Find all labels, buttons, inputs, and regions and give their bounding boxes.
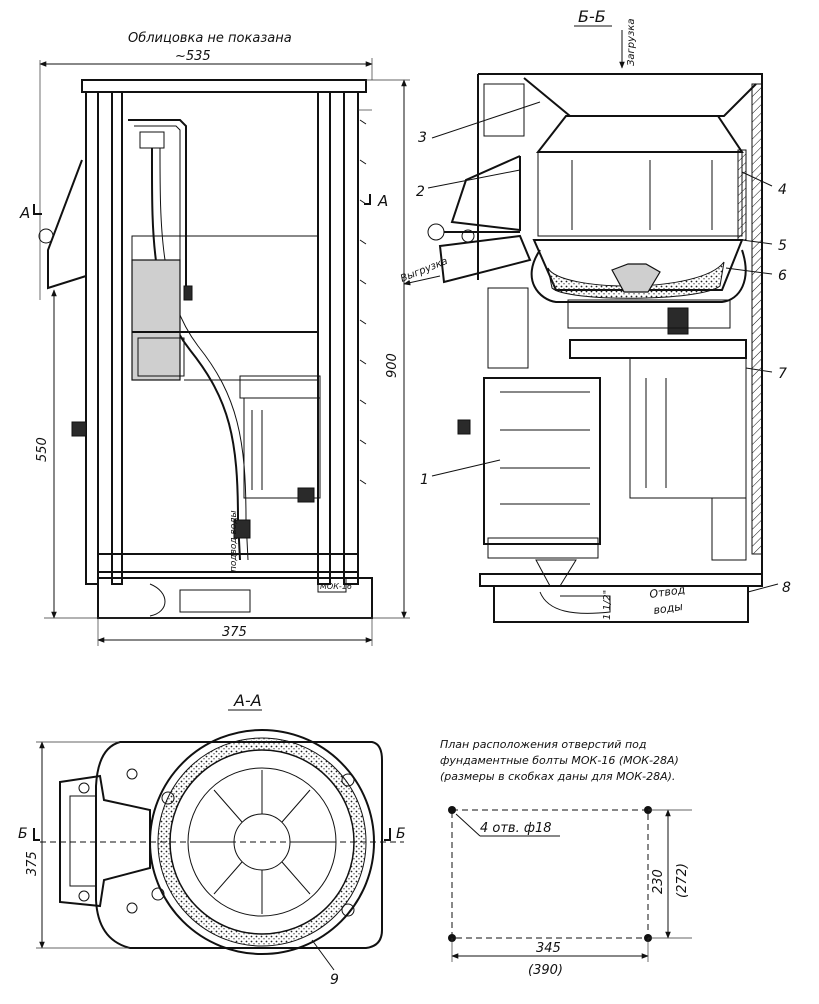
bolt-hole: [448, 806, 456, 814]
leader-7: [745, 367, 773, 373]
callout-3: 3: [418, 130, 427, 146]
hose-label: подвод воды: [229, 510, 239, 572]
right-post-inner: [317, 91, 331, 585]
drain-funnel: [535, 559, 577, 587]
section-bb-title: Б-Б: [578, 7, 606, 26]
callout-4: 4: [778, 182, 787, 198]
callout-6: 6: [778, 268, 787, 284]
dim-aa-label: 375: [25, 851, 40, 876]
callout-1: 1: [420, 472, 429, 488]
door-bolt: [427, 223, 445, 241]
base-frame: [479, 573, 763, 587]
callout-2: 2: [416, 184, 425, 200]
front-view: Облицовка не показана ~535 А А подвод во…: [19, 31, 410, 646]
motor-flange: [569, 339, 747, 359]
control-box: [483, 377, 601, 545]
section-mark-b-right: Б: [396, 826, 406, 842]
left-motor: [131, 259, 181, 381]
housing-plan: [95, 741, 383, 949]
callout-9: 9: [330, 972, 339, 988]
left-post-inner: [111, 91, 123, 585]
pipe-size-label: 1 1/2": [602, 590, 613, 620]
section-aa: А-А Б Б 375 9: [18, 691, 406, 988]
water-pipe: [128, 119, 187, 290]
chute-plan: [59, 774, 151, 908]
valve: [139, 131, 165, 149]
hose-coupling: [233, 519, 251, 539]
loading-hopper: [523, 77, 757, 117]
electric-motor: [243, 397, 321, 499]
hopper-inlet: [483, 83, 525, 137]
holes-leader: [455, 813, 481, 837]
callout-5: 5: [778, 238, 787, 254]
dim-plan-height-alt: (272): [675, 863, 690, 898]
plan-title-1: План расположения отверстий под: [440, 738, 646, 751]
leader-2: [427, 169, 521, 189]
dim-plan-width: 345: [536, 941, 561, 956]
dim-plan-width-alt: (390): [528, 963, 563, 978]
section-mark-a-right: А: [377, 192, 388, 210]
peeling-drum: [537, 151, 743, 237]
top-rail: [81, 79, 367, 93]
leader-6: [725, 267, 773, 275]
discharge-chute: [47, 159, 87, 290]
dim-left-label: 550: [35, 437, 50, 462]
section-mark-b-left: Б: [18, 826, 28, 842]
leader-4: [741, 171, 773, 187]
plan-title-3: (размеры в скобках даны для МОК-28А).: [440, 770, 675, 783]
casing-wall-hatch: [751, 83, 763, 555]
drive-motor: [629, 357, 747, 499]
bearing-housing: [567, 299, 731, 329]
left-post: [85, 91, 99, 585]
side-cladding-ticks: [359, 119, 367, 485]
plan-title-2: фундаментные болты МОК-16 (МОК-28А): [440, 754, 679, 767]
base-plinth: [493, 585, 749, 623]
dim-right-label: 900: [385, 353, 400, 378]
section-mark-a-left: А: [19, 204, 30, 222]
drain-label-2: воды: [653, 600, 684, 617]
base-rail: [97, 553, 359, 573]
unload-arrow: [403, 275, 441, 286]
front-note: Облицовка не показана: [128, 31, 292, 46]
plate-label: МОК-16: [320, 582, 352, 591]
dim-top-label: ~535: [175, 49, 211, 64]
section-bb: Б-Б Загрузка Выгрузка: [399, 7, 791, 623]
leader-5: [741, 239, 773, 245]
disk-hub: [611, 263, 661, 293]
holes-label: 4 отв. ф18: [480, 821, 552, 836]
drain-outlet: [149, 583, 251, 617]
unload-chute-upper: [450, 155, 521, 232]
leader-3: [431, 101, 541, 139]
name-plate: [317, 577, 347, 593]
leader-1: [431, 459, 501, 477]
leader-8: [747, 583, 779, 593]
motor-cap: [239, 375, 321, 399]
dim-plan-height: 230: [651, 869, 666, 894]
right-post: [343, 91, 359, 585]
callout-8: 8: [782, 580, 791, 596]
load-label: Загрузка: [626, 18, 637, 66]
bolt-rectangle: [451, 809, 649, 939]
bolt-plan: План расположения отверстий под фундамен…: [440, 738, 692, 978]
dim-bottom-label: 375: [222, 625, 247, 640]
drain-label-1: Отвод: [649, 583, 686, 601]
abrasive-disk: [547, 261, 725, 299]
drum-lid: [535, 115, 744, 153]
section-aa-title: А-А: [233, 691, 262, 710]
water-hose: [150, 147, 241, 561]
drain-pipe: [539, 591, 611, 614]
callout-7: 7: [778, 366, 787, 382]
leader-9: [311, 939, 335, 971]
chute-bolt: [38, 228, 54, 244]
unload-chute: [438, 234, 532, 284]
